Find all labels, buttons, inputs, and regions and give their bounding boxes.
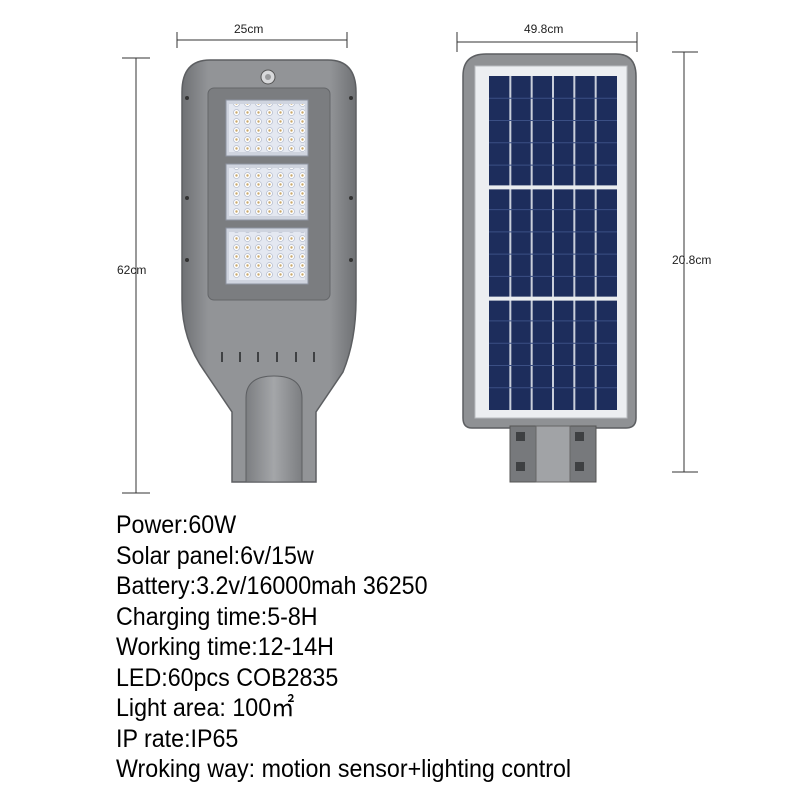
spec-ip-rate: IP rate:IP65 [116, 724, 239, 753]
vent-slots [221, 352, 315, 362]
spec-list: Power:60W Solar panel:6v/15w Battery:3.2… [116, 510, 796, 785]
spec-battery: Battery:3.2v/16000mah 36250 [116, 572, 428, 600]
spec-working-way: Wroking way: motion sensor+lighting cont… [116, 755, 572, 783]
panel-mount-bracket [509, 425, 597, 483]
lamp-mounting-neck [245, 375, 303, 483]
spec-led: LED:60pcs COB2835 [116, 663, 339, 692]
housing-screws [185, 96, 353, 262]
lamp-height-dimension [122, 57, 150, 494]
lamp-width-dimension [176, 32, 348, 48]
panel-height-label: 20.8cm [672, 253, 712, 267]
spec-solar-panel: Solar panel:6v/15w [116, 541, 314, 570]
spec-light-area: Light area: 100㎡ [116, 694, 295, 722]
lamp-front-view [122, 32, 357, 494]
lamp-width-label: 25cm [234, 22, 264, 36]
spec-charging-time: Charging time:5-8H [116, 602, 318, 631]
spec-power: Power:60W [116, 511, 237, 539]
solar-panel-back-view [456, 32, 698, 483]
product-illustration: 25cm 62cm 49.8cm 20.8cm [117, 22, 712, 494]
panel-height-dimension [672, 51, 698, 473]
solar-cell-grid [489, 76, 617, 410]
panel-width-dimension [456, 32, 638, 52]
led-module-1 [225, 99, 309, 157]
lamp-height-label: 62cm [117, 263, 147, 277]
panel-width-label: 49.8cm [524, 22, 564, 36]
spec-working-time: Working time:12-14H [116, 633, 334, 661]
led-module-2 [225, 163, 309, 221]
led-module-3 [225, 227, 309, 285]
product-drawing [122, 32, 698, 494]
